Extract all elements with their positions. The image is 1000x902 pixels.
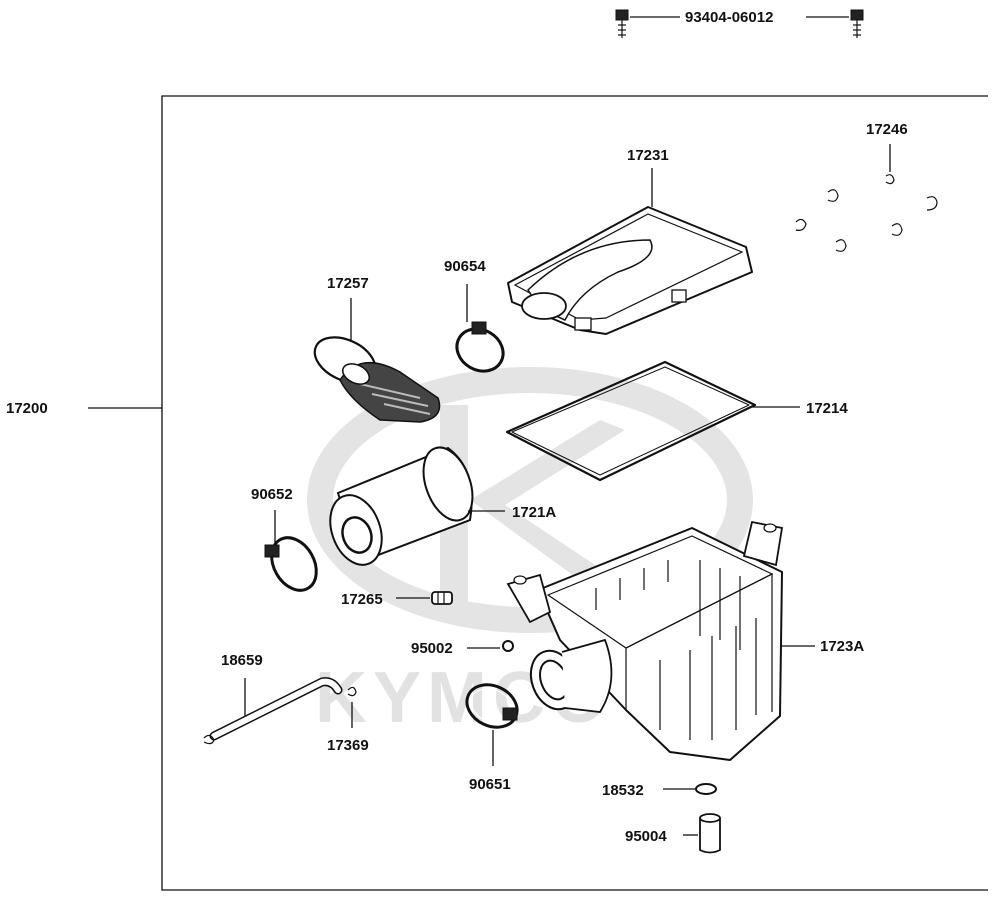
drain-tube-95004 [699, 813, 721, 854]
label-1721A: 1721A [512, 504, 556, 521]
label-95002: 95002 [411, 640, 453, 657]
label-18659: 18659 [221, 652, 263, 669]
label-17231: 17231 [627, 147, 669, 164]
air-box-cover-17231 [507, 206, 753, 335]
air-filter-element-1721A [329, 446, 474, 566]
label-17246: 17246 [866, 121, 908, 138]
label-17257: 17257 [327, 275, 369, 292]
intake-duct-17257 [313, 336, 441, 423]
label-95004: 95004 [625, 828, 667, 845]
label-93404-06012: 93404-06012 [685, 9, 773, 26]
label-17214: 17214 [806, 400, 848, 417]
screw-right [850, 9, 864, 38]
drain-plug-17265 [431, 591, 453, 605]
o-ring-18532 [695, 783, 717, 795]
label-17265: 17265 [341, 591, 383, 608]
clip-17369 [347, 686, 357, 697]
hose-clamp-90652 [264, 536, 318, 592]
hose-clamp-90654 [455, 321, 505, 373]
label-90651: 90651 [469, 776, 511, 793]
clip-set-17246 [795, 174, 938, 252]
label-18532: 18532 [602, 782, 644, 799]
label-90654: 90654 [444, 258, 486, 275]
breather-hose-18659 [203, 677, 343, 745]
label-90652: 90652 [251, 486, 293, 503]
label-17369: 17369 [327, 737, 369, 754]
clip-95002 [502, 640, 514, 652]
screw-left [615, 9, 629, 38]
label-1723A: 1723A [820, 638, 864, 655]
assembly-frame [88, 95, 988, 891]
label-17200: 17200 [6, 400, 48, 417]
hose-clamp-90651 [465, 683, 519, 729]
gasket-17214 [505, 360, 757, 482]
air-box-case-1723A [506, 520, 784, 761]
